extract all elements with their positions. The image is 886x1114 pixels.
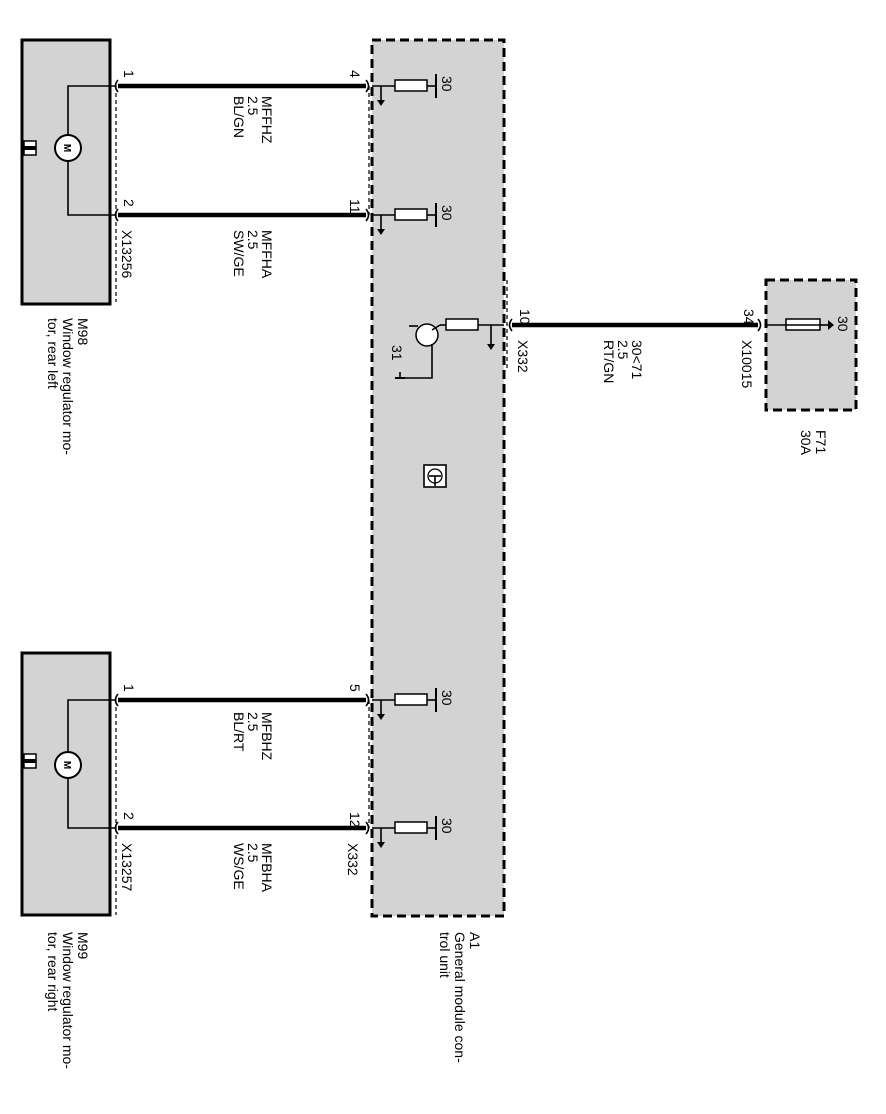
wire-signal: MFBHA bbox=[259, 843, 275, 893]
resistor-branch-pin5 bbox=[372, 688, 437, 720]
m99-pin-top: 1 bbox=[121, 684, 137, 692]
motor-icon bbox=[54, 134, 82, 162]
wire-signal: 30<71 bbox=[629, 340, 645, 380]
m99-component: M bbox=[20, 651, 117, 917]
a1-name-line2: trol unit bbox=[437, 932, 453, 978]
wire-signal: MFFHZ bbox=[259, 96, 275, 144]
resistor-branch-pin12 bbox=[372, 816, 437, 848]
a1-ground-31: 31 bbox=[389, 345, 405, 361]
resistor-branch-pin11 bbox=[372, 203, 437, 235]
wire-signal: MFBHZ bbox=[259, 712, 275, 761]
a1-connector-marks bbox=[368, 86, 508, 828]
wire-label-mffha: MFFHA 2.5 SW/GE bbox=[231, 230, 275, 279]
wire-size: 2.5 bbox=[245, 96, 261, 116]
wire-color: BL/GN bbox=[231, 96, 247, 138]
m98-pin-bottom: 2 bbox=[121, 199, 137, 207]
wire-size: 2.5 bbox=[245, 712, 261, 732]
a1-connector-id-x332-top: X332 bbox=[515, 340, 531, 373]
a1-pin-11: 11 bbox=[347, 199, 363, 214]
m98-pin-top: 1 bbox=[121, 70, 137, 78]
a1-caption: A1 General module con- trol unit bbox=[437, 932, 483, 1063]
a1-pin-4: 4 bbox=[347, 70, 363, 78]
m98-motor-letter: M bbox=[61, 144, 72, 152]
wire-color: WS/GE bbox=[231, 843, 247, 890]
wire-size: 2.5 bbox=[245, 843, 261, 863]
terminal-30-pin4: 30 bbox=[439, 76, 455, 92]
a1-pin-12: 12 bbox=[347, 812, 363, 828]
a1-id: A1 bbox=[467, 932, 483, 949]
f71-terminal-30: 30 bbox=[835, 316, 851, 332]
f71-id: F71 bbox=[813, 430, 829, 454]
f71-rating: 30A bbox=[798, 430, 814, 456]
m98-id: M98 bbox=[75, 318, 91, 345]
wire-label-mfbha: MFBHA 2.5 WS/GE bbox=[231, 843, 275, 893]
m99-id: M99 bbox=[75, 932, 91, 959]
wires bbox=[114, 79, 762, 835]
f71-caption: F71 30A bbox=[798, 430, 829, 456]
a1-name-line1: General module con- bbox=[452, 932, 468, 1063]
transistor-icon bbox=[415, 323, 439, 347]
control-unit-icon bbox=[423, 464, 447, 488]
terminal-30-pin11: 30 bbox=[439, 205, 455, 221]
a1-pin-10: 10 bbox=[517, 309, 533, 325]
wire-signal: MFFHA bbox=[259, 230, 275, 279]
motor-icon bbox=[54, 751, 82, 779]
m99-pin-bottom: 2 bbox=[121, 812, 137, 820]
wire-label-30-71: 30<71 2.5 RT/GN bbox=[601, 340, 645, 383]
m98-box bbox=[20, 38, 112, 306]
f71-box bbox=[764, 278, 858, 412]
a1-pin-5: 5 bbox=[347, 684, 363, 692]
wire-label-mfbhz: MFBHZ 2.5 BL/RT bbox=[231, 712, 275, 761]
wire-label-mffhz: MFFHZ 2.5 BL/GN bbox=[231, 96, 275, 144]
wire-size: 2.5 bbox=[615, 340, 631, 360]
m98-connector-id: X13256 bbox=[119, 230, 135, 278]
transistor-branch-pin10 bbox=[395, 318, 504, 379]
wire-color: SW/GE bbox=[231, 230, 247, 277]
a1-component bbox=[368, 38, 508, 918]
m99-motor-letter: M bbox=[61, 761, 72, 769]
m99-name-line2: tor, rear right bbox=[45, 932, 61, 1011]
terminal-30-pin12: 30 bbox=[439, 818, 455, 834]
m99-name-line1: Window regulator mo- bbox=[60, 932, 76, 1069]
wire-color: BL/RT bbox=[231, 712, 247, 752]
m99-connector-id: X13257 bbox=[119, 843, 135, 891]
f71-pin-34: 34 bbox=[741, 309, 757, 325]
m99-box bbox=[20, 651, 112, 917]
m98-caption: M98 Window regulator mo- tor, rear left bbox=[45, 318, 91, 455]
terminal-30-pin5: 30 bbox=[439, 690, 455, 706]
a1-connector-id-x332-bottom: X332 bbox=[345, 843, 361, 876]
wire-color: RT/GN bbox=[601, 340, 617, 383]
wire-size: 2.5 bbox=[245, 230, 261, 250]
resistor-branch-pin4 bbox=[372, 74, 437, 106]
f71-component bbox=[764, 278, 858, 412]
f71-connector-id: X10015 bbox=[739, 340, 755, 388]
m99-caption: M99 Window regulator mo- tor, rear right bbox=[45, 932, 91, 1069]
m98-component: M bbox=[20, 38, 117, 306]
m98-name-line2: tor, rear left bbox=[45, 318, 61, 389]
m98-name-line1: Window regulator mo- bbox=[60, 318, 76, 455]
